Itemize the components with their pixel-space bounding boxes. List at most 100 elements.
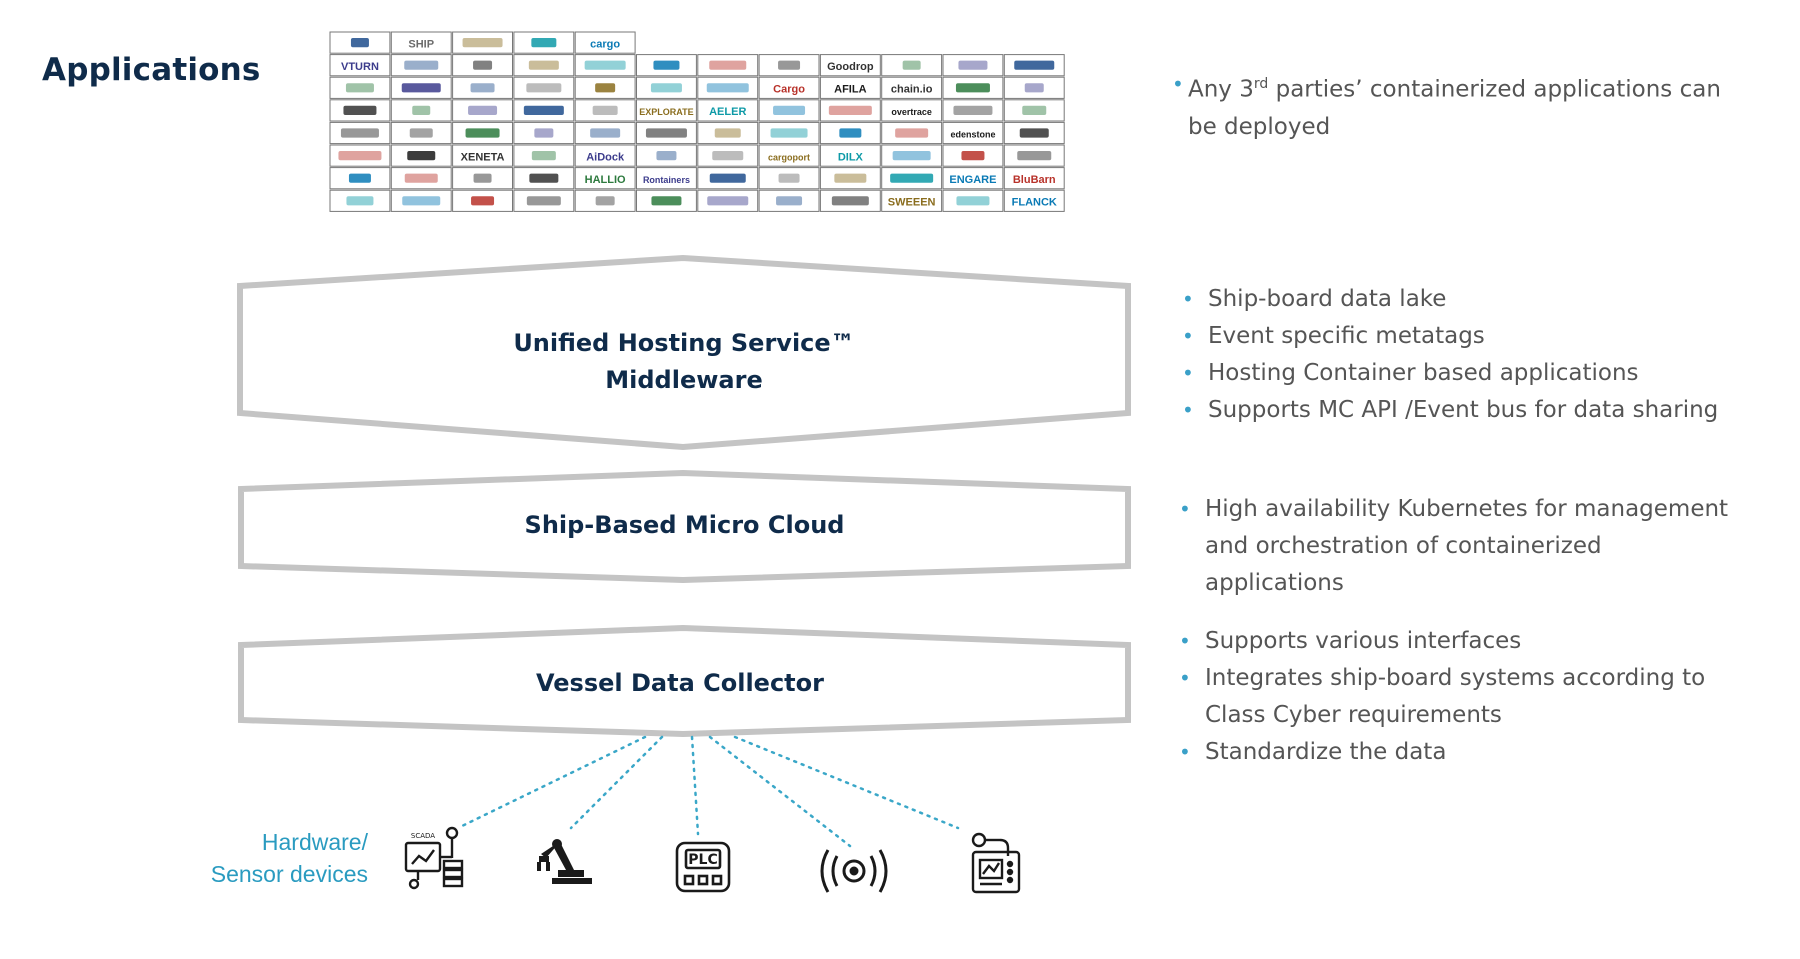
app-logo-cell: BluBarn xyxy=(1003,167,1065,190)
app-logo-mark xyxy=(531,151,556,161)
app-logo-cell xyxy=(329,167,391,190)
note-item: Hosting Container based applications xyxy=(1178,355,1718,392)
app-logo-cell xyxy=(390,121,452,145)
app-logo-cell: FLANCK xyxy=(1003,189,1065,212)
app-logo-mark xyxy=(1019,128,1049,138)
app-logo-cell xyxy=(942,54,1004,77)
app-logo-mark xyxy=(404,60,439,70)
app-logo-text: SHIP xyxy=(408,38,434,50)
app-logo-cell xyxy=(697,54,759,77)
app-logo-cell xyxy=(513,31,575,54)
app-logo-mark xyxy=(892,151,931,161)
app-logo-cell: Goodrop xyxy=(819,54,881,77)
note-item: Integrates ship-board systems according … xyxy=(1175,660,1705,734)
app-logo-cell xyxy=(758,189,820,212)
app-logo-mark xyxy=(584,60,626,70)
app-logo-cell: chain.io xyxy=(881,76,943,99)
app-logo-mark xyxy=(350,38,369,48)
note-item: Supports MC API /Event bus for data shar… xyxy=(1178,392,1718,429)
app-logo-mark xyxy=(534,128,554,138)
app-logo-cell xyxy=(574,76,636,99)
app-logo-cell xyxy=(636,54,697,77)
app-logo-mark xyxy=(1017,151,1052,161)
note-item: Event specific metatags xyxy=(1178,318,1718,355)
app-logo-cell xyxy=(452,167,514,190)
app-logo-text: overtrace xyxy=(891,107,932,117)
app-logo-cell xyxy=(574,121,636,145)
app-logo-cell: Rontainers xyxy=(636,167,697,190)
device-connectors xyxy=(460,735,960,848)
app-logo-cell xyxy=(574,99,636,122)
app-logo-mark xyxy=(961,151,985,161)
app-logo-mark xyxy=(773,105,806,115)
app-logo-mark xyxy=(776,196,803,206)
app-logo-cell xyxy=(452,189,514,212)
app-logo-cell xyxy=(636,76,697,99)
app-logo-cell: ENGARE xyxy=(942,167,1004,190)
app-logo-mark xyxy=(404,173,438,183)
app-logo-cell xyxy=(758,121,820,145)
app-logo-cell xyxy=(942,76,1004,99)
app-logo-text: cargo xyxy=(590,38,620,50)
app-logo-cell xyxy=(758,167,820,190)
micro-cloud-title: Ship-Based Micro Cloud xyxy=(524,511,845,539)
app-logo-cell: VTURN xyxy=(329,54,391,77)
app-logo-mark xyxy=(526,83,562,93)
app-logo-mark xyxy=(471,196,495,206)
app-logo-cell: DILX xyxy=(819,144,881,167)
note-item: Supports various interfaces xyxy=(1175,623,1705,660)
app-logo-mark xyxy=(831,196,869,206)
app-logo-mark xyxy=(402,196,441,206)
app-logo-cell xyxy=(636,189,697,212)
app-logo-cell xyxy=(513,167,575,190)
app-logo-mark xyxy=(407,151,436,161)
app-logo-cell xyxy=(942,99,1004,122)
app-logo-mark xyxy=(529,173,559,183)
power-meter-icon xyxy=(971,832,1021,894)
app-logo-cell xyxy=(329,99,391,122)
app-logo-cell xyxy=(329,76,391,99)
app-logo-text: Rontainers xyxy=(643,175,690,185)
app-logo-text: chain.io xyxy=(891,84,933,96)
app-logo-mark xyxy=(707,196,749,206)
app-logo-mark xyxy=(834,173,867,183)
app-logo-cell xyxy=(1003,54,1065,77)
data-collector-layer-shape xyxy=(238,624,1131,738)
app-logo-cell xyxy=(452,54,514,77)
app-logo-cell: XENETA xyxy=(452,144,514,167)
middleware-title: Unified Hosting Service™ Middleware xyxy=(513,329,855,394)
app-logo-cell xyxy=(329,121,391,145)
svg-text:SCADA: SCADA xyxy=(411,832,435,840)
app-logo-mark xyxy=(645,128,687,138)
app-logo-text: XENETA xyxy=(461,151,505,163)
app-logo-cell xyxy=(513,189,575,212)
app-logo-cell xyxy=(942,189,1004,212)
app-logo-mark xyxy=(473,173,492,183)
app-logo-text: ENGARE xyxy=(949,174,996,186)
app-logo-mark xyxy=(526,196,561,206)
app-logo-cell xyxy=(329,31,391,54)
note-item: Standardize the data xyxy=(1175,734,1705,771)
applications-notes: Any 3rd parties’ containerized applicati… xyxy=(1172,66,1721,146)
app-logo-mark xyxy=(345,83,374,93)
app-logo-cell xyxy=(758,99,820,122)
app-logo-cell xyxy=(513,144,575,167)
plc-icon: PLC xyxy=(675,841,731,893)
app-logo-cell xyxy=(881,144,943,167)
app-logo-mark xyxy=(839,128,862,138)
app-logo-text: EXPLORATE xyxy=(639,107,693,117)
app-logo-cell xyxy=(452,99,514,122)
app-logo-cell: HALLIO xyxy=(574,167,636,190)
app-logo-mark xyxy=(1022,105,1047,115)
app-logo-mark xyxy=(465,128,500,138)
app-logo-mark xyxy=(956,196,990,206)
app-logo-cell xyxy=(513,121,575,145)
app-logo-mark xyxy=(714,128,741,138)
hardware-sensor-label: Hardware/ Sensor devices xyxy=(210,829,368,887)
svg-text:PLC: PLC xyxy=(688,852,717,868)
scada-icon: SCADA xyxy=(404,826,464,890)
app-logo-cell xyxy=(513,54,575,77)
app-logo-text: Goodrop xyxy=(827,61,874,73)
app-logo-cell: AiDock xyxy=(574,144,636,167)
